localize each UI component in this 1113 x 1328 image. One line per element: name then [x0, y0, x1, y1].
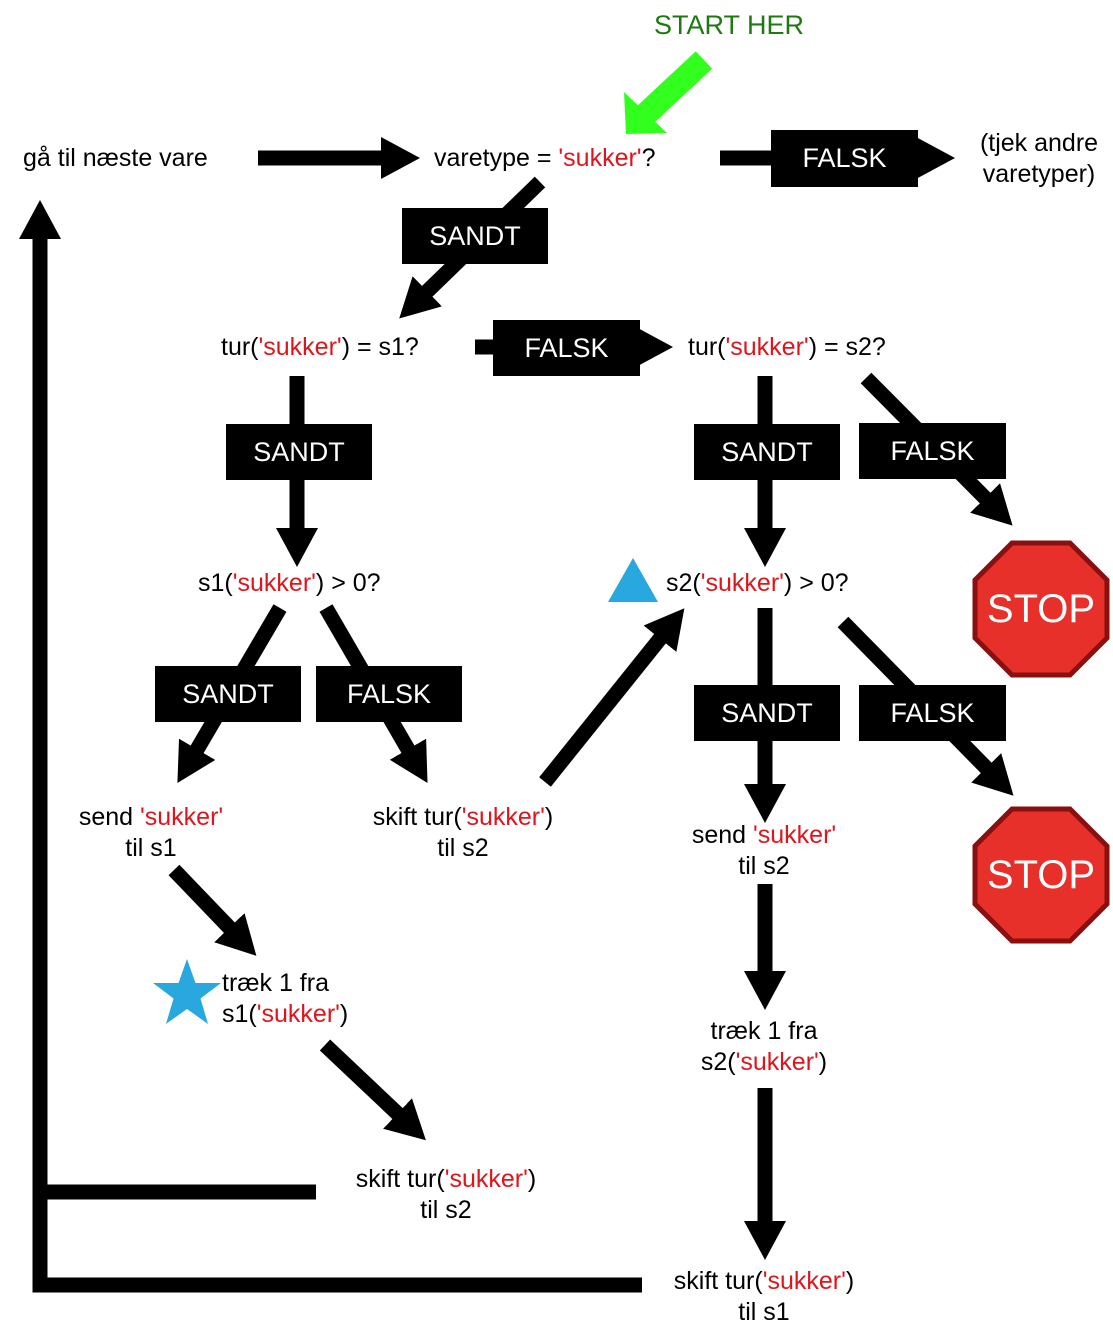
label-true-s1-stock: SANDT	[155, 666, 301, 722]
label-false-turn-s1: FALSK	[493, 320, 640, 376]
stop-sign-text: STOP	[986, 852, 1096, 897]
node-turn-s2-question: tur('sukker') = s2?	[688, 333, 886, 361]
stop-sign-text: STOP	[986, 586, 1096, 631]
node-send-s2: send 'sukker' til s2	[691, 821, 837, 880]
node-s1-stock-question: s1('sukker') > 0?	[198, 569, 381, 597]
node-switch-to-s1: skift tur('sukker') til s1	[673, 1267, 855, 1326]
star-marker-icon	[153, 959, 221, 1024]
arrow-sub-s1-to-switch	[319, 1039, 426, 1141]
label-true-turn-s2: SANDT	[694, 424, 840, 480]
label-false-turn-s2: FALSK	[859, 423, 1006, 479]
label-true-turn-s1: SANDT	[226, 424, 372, 480]
start-arrow-icon	[636, 51, 713, 124]
loop-back-line	[19, 200, 642, 1293]
start-arrow-head	[624, 92, 667, 134]
node-switch-to-s2-a: skift tur('sukker') til s2	[372, 803, 554, 862]
label-true-type: SANDT	[402, 208, 548, 264]
node-next-item: gå til næste vare	[23, 144, 208, 172]
label-false-s2-stock: FALSK	[859, 685, 1006, 741]
arrow-switch-to-s2-check	[539, 608, 685, 787]
label-false-s1-stock: FALSK	[316, 666, 462, 722]
node-turn-s1-question: tur('sukker') = s1?	[221, 333, 419, 361]
node-s2-stock-question: s2('sukker') > 0?	[666, 569, 849, 597]
node-subtract-s2: træk 1 fra s2('sukker')	[700, 1017, 828, 1076]
node-switch-to-s2-b: skift tur('sukker') til s2	[355, 1165, 537, 1224]
label-true-s2-stock: SANDT	[694, 685, 840, 741]
stop-sign-icon: STOP	[972, 540, 1110, 678]
triangle-marker-icon	[608, 558, 658, 602]
start-label: START HER	[654, 10, 805, 40]
arrow-send-s1-to-sub	[168, 864, 257, 956]
label-false-type: FALSK	[771, 130, 918, 187]
stop-sign-icon: STOP	[972, 806, 1110, 944]
node-type-question: varetype = 'sukker'?	[434, 144, 656, 172]
node-subtract-s1: træk 1 fra s1('sukker')	[222, 969, 349, 1028]
node-send-s1: send 'sukker' til s1	[78, 803, 224, 862]
